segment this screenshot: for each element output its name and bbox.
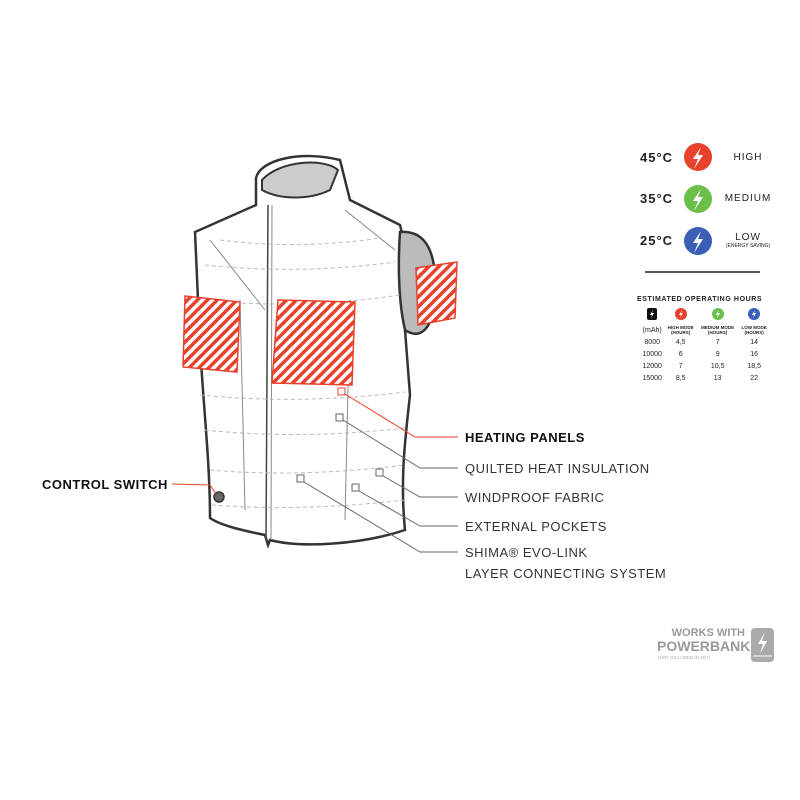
low-bolt-icon xyxy=(684,227,712,255)
medium-bolt-icon xyxy=(711,308,724,320)
powerbank-note: (NOT INCLUDED IN SET) xyxy=(658,655,711,660)
callout-control-switch: CONTROL SWITCH xyxy=(42,477,168,492)
header-mah: (mAh) xyxy=(642,326,662,334)
mode-low-label: LOW xyxy=(735,232,761,243)
powerbank-line1: WORKS WITH xyxy=(671,627,745,639)
hours-title: ESTIMATED OPERATING HOURS xyxy=(637,296,763,303)
powerbank-icon xyxy=(751,628,774,662)
callout-quilted: QUILTED HEAT INSULATION xyxy=(465,461,650,476)
low-bolt-icon xyxy=(748,308,761,320)
mode-low: LOW(ENERGY SAVING) xyxy=(703,232,793,249)
mode-icons xyxy=(684,143,712,255)
high-bolt-icon xyxy=(674,308,687,320)
callout-windproof: WINDPROOF FABRIC xyxy=(465,490,605,505)
mode-low-sub: (ENERGY SAVING) xyxy=(725,243,771,249)
mode-medium-label: MEDIUM xyxy=(724,193,772,204)
callout-pockets: EXTERNAL POCKETS xyxy=(465,519,607,534)
callout-shima: SHIMA® EVO-LINK xyxy=(465,545,588,560)
temp-medium: 35°C xyxy=(640,191,674,206)
medium-bolt-icon xyxy=(684,185,712,213)
powerbank-line2: POWERBANK xyxy=(657,638,751,654)
temp-low: 25°C xyxy=(640,233,674,248)
header-high: HIGH MODE(HOURS) xyxy=(667,325,694,335)
callout-heating-panels: HEATING PANELS xyxy=(465,430,585,445)
header-low: LOW MODE(HOURS) xyxy=(741,325,767,335)
high-bolt-icon xyxy=(684,143,712,171)
heating-panel-right xyxy=(415,261,458,326)
control-switch-button xyxy=(213,491,225,503)
heating-panel-left xyxy=(182,295,241,373)
mode-high-label: HIGH xyxy=(733,152,763,163)
heating-panel-center xyxy=(271,299,356,386)
header-medium: MEDIUM MODE(HOURS) xyxy=(701,325,735,335)
temp-high: 45°C xyxy=(640,150,674,165)
powerbank-icon xyxy=(640,306,664,324)
hours-table: (mAh) HIGH MODE(HOURS) MEDIUM MODE(HOURS… xyxy=(640,306,770,384)
callout-layer-system: LAYER CONNECTING SYSTEM xyxy=(465,566,667,581)
